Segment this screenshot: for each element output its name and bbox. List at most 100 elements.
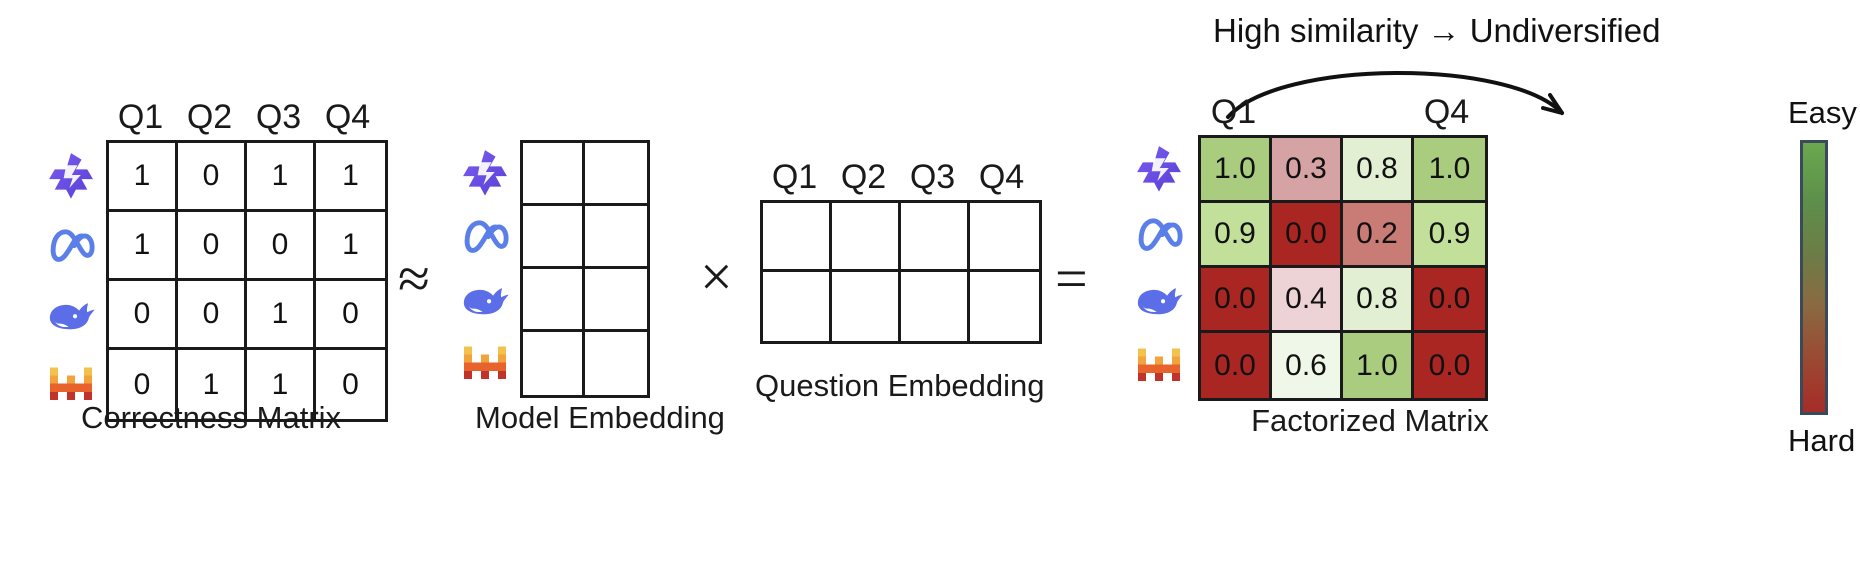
factorized-row-logos bbox=[1120, 135, 1198, 401]
column-header-q1: Q1 bbox=[1210, 93, 1257, 131]
times-operator: × bbox=[700, 244, 733, 309]
matrix-cell: 0 bbox=[109, 281, 178, 350]
equals-operator: = bbox=[1055, 246, 1088, 311]
matrix-cell bbox=[523, 143, 585, 206]
row-label bbox=[1120, 200, 1198, 265]
matrix-cell bbox=[585, 269, 647, 332]
matrix-cell: 0 bbox=[342, 367, 359, 401]
colorbar-easy-label: Easy bbox=[1788, 95, 1857, 130]
matrix-cell: 0.0 bbox=[1414, 268, 1485, 333]
mistral-logo bbox=[45, 356, 97, 408]
column-header-q2: Q2 bbox=[840, 158, 887, 196]
matrix-cell: 0.0 bbox=[1414, 333, 1485, 398]
row-label bbox=[36, 209, 106, 278]
matrix-cell: 1 bbox=[247, 281, 316, 350]
matrix-cell: 0.9 bbox=[1414, 203, 1485, 268]
matrix-cell: 0.0 bbox=[1201, 333, 1272, 398]
matrix-cell: 0 bbox=[178, 212, 247, 281]
matrix-row bbox=[763, 272, 1039, 341]
matrix-cell bbox=[901, 203, 970, 272]
matrix-cell: 1.0 bbox=[1414, 138, 1485, 203]
question-embedding-column-headers: Q1 Q2 Q3 Q4 bbox=[760, 160, 1042, 194]
matrix-cell: 1 bbox=[247, 350, 316, 419]
matrix-cell: 0.9 bbox=[1201, 203, 1272, 268]
matrix-cell: 1.0 bbox=[1343, 333, 1414, 398]
question-embedding-block: Q1 Q2 Q3 Q4 bbox=[760, 160, 1042, 344]
correctness-row-logos bbox=[36, 140, 106, 422]
matrix-cell: 0 bbox=[178, 143, 247, 212]
row-label bbox=[1120, 135, 1198, 200]
qwen-logo bbox=[1133, 142, 1185, 194]
row-label bbox=[1120, 265, 1198, 330]
correctness-matrix-caption: Correctness Matrix bbox=[80, 400, 342, 435]
matrix-cell: 1 bbox=[178, 350, 247, 419]
column-header-q3: Q3 bbox=[255, 98, 302, 136]
matrix-cell: 0 bbox=[178, 281, 247, 350]
matrix-cell: 0.0 bbox=[1201, 268, 1272, 333]
question-embedding-grid bbox=[760, 200, 1042, 344]
matrix-row bbox=[523, 332, 647, 395]
model-embedding-caption: Model Embedding bbox=[475, 400, 725, 435]
matrix-cell: 1 bbox=[316, 212, 385, 281]
matrix-cell bbox=[901, 272, 970, 341]
column-header-q1: Q1 bbox=[771, 158, 818, 196]
matrix-cell: 0 bbox=[109, 350, 178, 419]
deepseek-logo bbox=[45, 287, 97, 339]
row-label bbox=[450, 266, 520, 329]
row-label bbox=[36, 347, 106, 416]
matrix-cell bbox=[832, 203, 901, 272]
matrix-cell: 1 bbox=[316, 143, 385, 212]
mistral-logo bbox=[1133, 337, 1185, 389]
matrix-cell bbox=[763, 203, 832, 272]
matrix-row bbox=[523, 143, 647, 206]
matrix-cell bbox=[970, 203, 1039, 272]
column-header-q4: Q4 bbox=[324, 98, 371, 136]
matrix-cell: 0.4 bbox=[1272, 268, 1343, 333]
column-header-q2: Q2 bbox=[186, 98, 233, 136]
row-label bbox=[450, 140, 520, 203]
colorbar-gradient bbox=[1800, 140, 1828, 415]
meta-logo bbox=[459, 209, 511, 261]
matrix-cell: 0 bbox=[316, 281, 385, 350]
row-label bbox=[450, 203, 520, 266]
matrix-cell: 0.2 bbox=[1343, 203, 1414, 268]
matrix-cell bbox=[523, 206, 585, 269]
matrix-cell: 0.8 bbox=[1343, 138, 1414, 203]
factorized-matrix-caption: Factorized Matrix bbox=[1251, 403, 1489, 438]
question-embedding-caption: Question Embedding bbox=[755, 368, 1045, 403]
matrix-cell bbox=[523, 269, 585, 332]
column-header-q4: Q4 bbox=[978, 158, 1025, 196]
mistral-logo bbox=[459, 335, 511, 387]
qwen-logo bbox=[459, 146, 511, 198]
matrix-cell: 1 bbox=[109, 143, 178, 212]
matrix-cell: 0.8 bbox=[1343, 268, 1414, 333]
deepseek-logo bbox=[459, 272, 511, 324]
matrix-cell bbox=[523, 332, 585, 395]
meta-logo bbox=[1133, 207, 1185, 259]
column-header-q3: Q3 bbox=[909, 158, 956, 196]
matrix-cell bbox=[585, 206, 647, 269]
matrix-cell bbox=[970, 272, 1039, 341]
matrix-cell: 1 bbox=[109, 212, 178, 281]
column-header-q4: Q4 bbox=[1423, 93, 1470, 131]
matrix-cell bbox=[763, 272, 832, 341]
matrix-cell bbox=[585, 332, 647, 395]
meta-logo bbox=[45, 218, 97, 270]
factorized-column-headers: Q1 Q4 bbox=[1198, 95, 1488, 129]
similarity-annotation: High similarity → Undiversified bbox=[1213, 12, 1661, 49]
matrix-cell: 1 bbox=[247, 143, 316, 212]
matrix-cell bbox=[832, 272, 901, 341]
row-label bbox=[36, 278, 106, 347]
model-embedding-grid bbox=[520, 140, 650, 398]
deepseek-logo bbox=[1133, 272, 1185, 324]
